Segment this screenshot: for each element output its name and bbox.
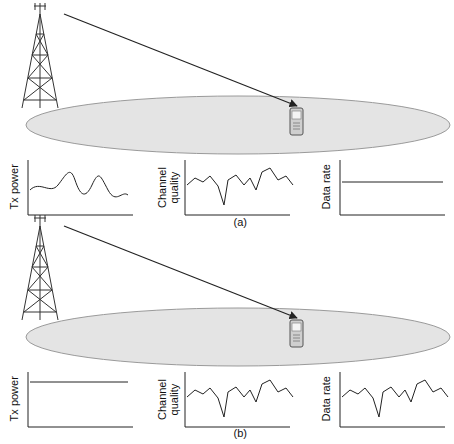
- channel-quality-plot: [185, 160, 293, 215]
- axis-label: Tx power: [8, 164, 20, 209]
- axis-label: Channel quality: [157, 160, 180, 214]
- panel-label: (b): [234, 428, 247, 440]
- axis-label: Tx power: [8, 376, 20, 421]
- axis-label: Data rate: [320, 376, 332, 421]
- axis-label: Data rate: [320, 164, 332, 209]
- scene-a: [22, 3, 450, 154]
- tx-power-plot: [28, 160, 133, 215]
- panel-label: (a): [234, 217, 247, 229]
- data-rate-plot: [340, 160, 445, 215]
- scene-b: [22, 215, 450, 366]
- tx-power-plot: [28, 372, 133, 427]
- channel-quality-plot: [185, 372, 293, 427]
- data-rate-plot: [340, 372, 448, 427]
- axis-label: Channel quality: [157, 372, 180, 426]
